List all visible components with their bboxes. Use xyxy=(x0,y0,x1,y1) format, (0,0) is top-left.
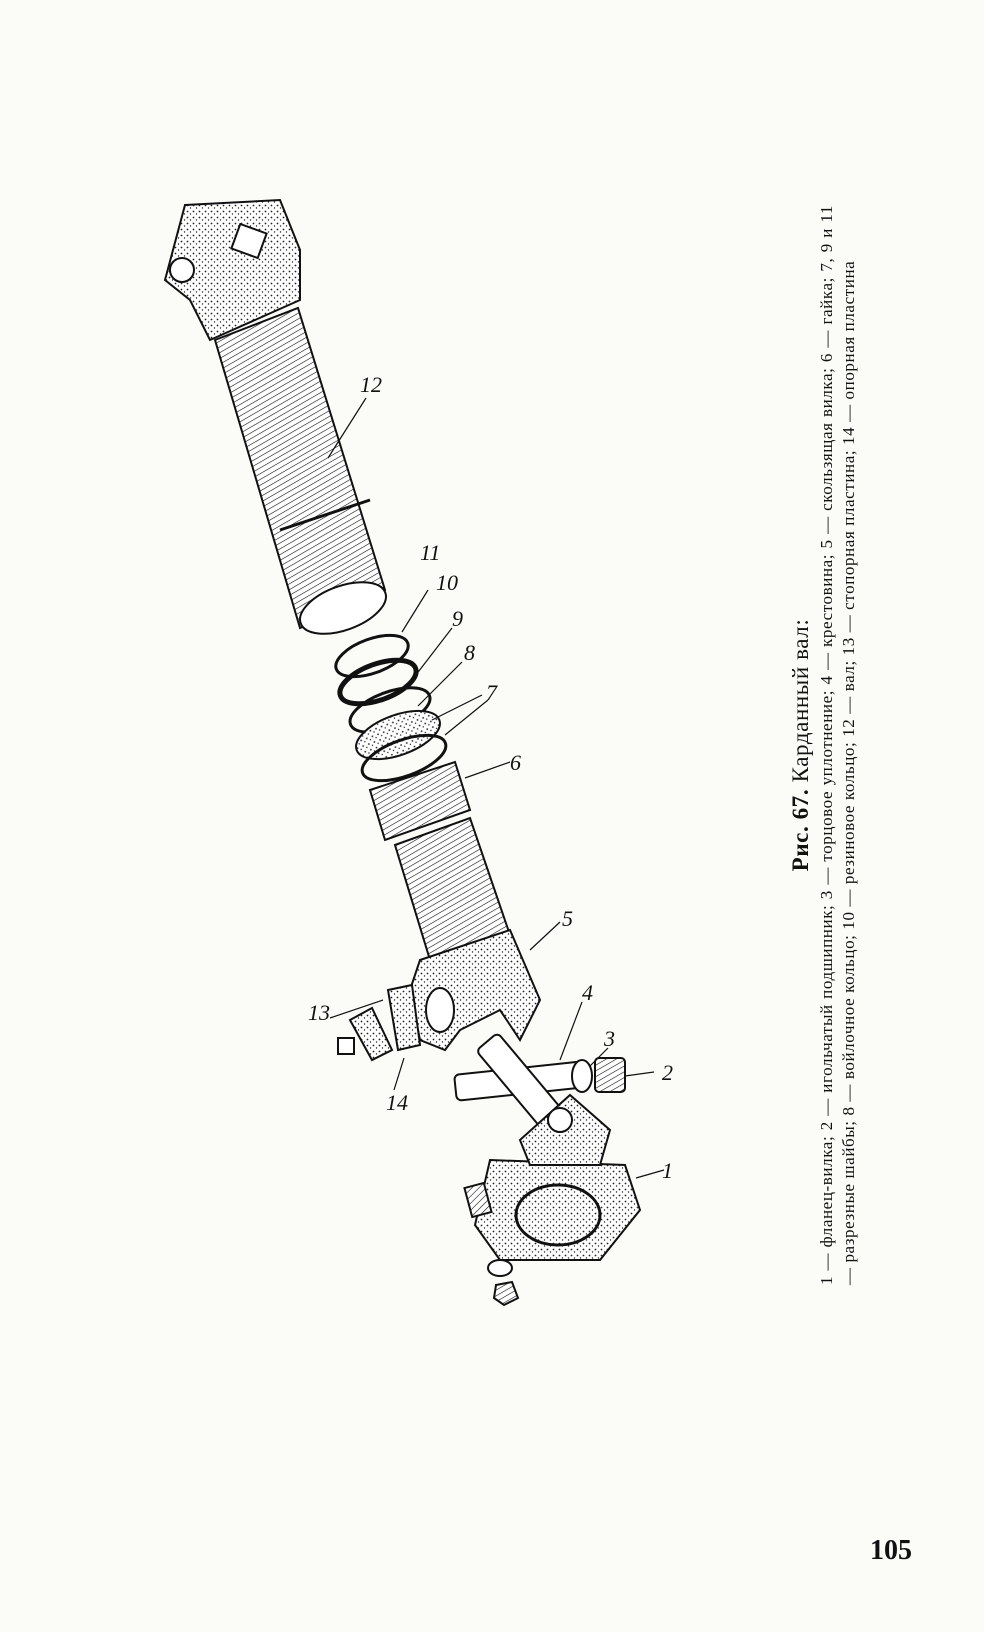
figure-title-text: Карданный вал: xyxy=(788,618,813,783)
callout-numbers: 1 2 3 4 5 6 7 8 9 10 11 12 13 14 xyxy=(308,372,673,1183)
callout-10: 10 xyxy=(436,570,458,595)
callout-6: 6 xyxy=(510,750,521,775)
callout-4: 4 xyxy=(582,980,593,1005)
figure-legend: 1 — фланец-вилка; 2 — игольчатый подшипн… xyxy=(817,205,858,1285)
callout-8: 8 xyxy=(464,640,475,665)
callout-3: 3 xyxy=(603,1026,615,1051)
callout-7: 7 xyxy=(486,680,498,705)
rings-and-washers xyxy=(334,633,448,783)
far-end-yoke xyxy=(163,198,301,342)
shaft-tube xyxy=(213,306,387,635)
callout-12: 12 xyxy=(360,372,382,397)
page-number: 105 xyxy=(870,1535,912,1566)
callout-14: 14 xyxy=(386,1090,408,1115)
figure-caption: Рис. 67. Карданный вал: 1 — фланец-вилка… xyxy=(788,205,890,1285)
callout-2: 2 xyxy=(662,1060,673,1085)
callout-11: 11 xyxy=(420,540,440,565)
universal-joint-cross xyxy=(453,1033,626,1127)
callout-leaders xyxy=(327,397,665,1179)
bolts-and-plates xyxy=(337,983,520,1307)
figure-number: Рис. 67. xyxy=(788,788,813,872)
callout-9: 9 xyxy=(452,606,463,631)
callout-5: 5 xyxy=(562,906,573,931)
callout-1: 1 xyxy=(662,1158,673,1183)
splined-nut xyxy=(368,760,472,842)
callout-13: 13 xyxy=(308,1000,330,1025)
figure-title: Рис. 67. Карданный вал: xyxy=(788,205,813,1285)
flange-yoke xyxy=(473,1093,642,1261)
